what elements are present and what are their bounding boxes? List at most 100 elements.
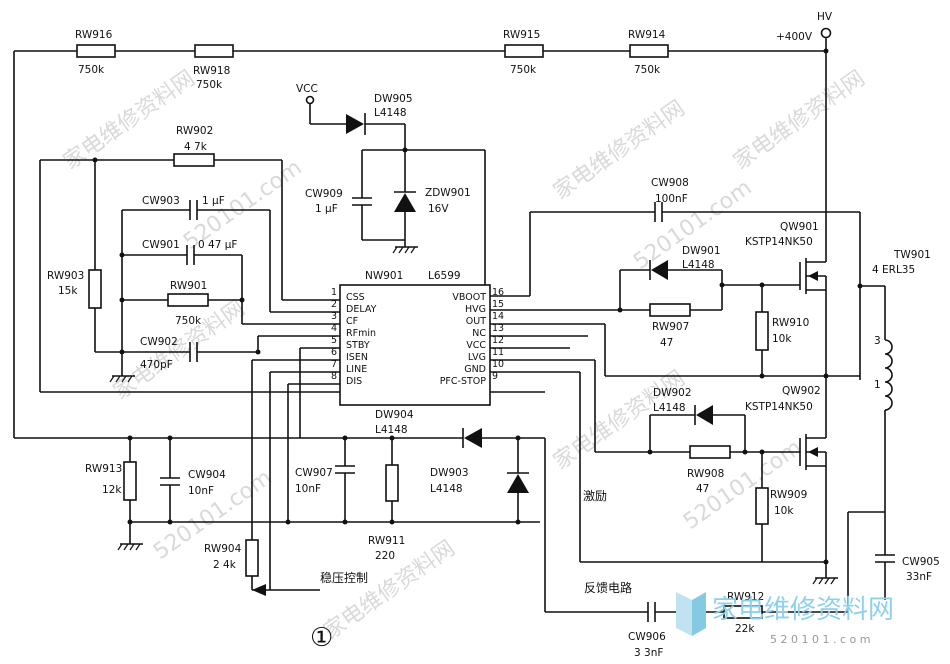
ic-pin-name: GND [464, 364, 486, 375]
ic-pin-name: DIS [346, 376, 362, 387]
qw902-ref: QW902 [782, 385, 821, 397]
cw903-value: 1 μF [202, 195, 225, 207]
rw902-value: 4 7k [184, 141, 208, 153]
ground-symbol [117, 543, 143, 551]
rw912-ref: RW912 [727, 591, 764, 603]
watermark-text: 家电维修资料网 [549, 366, 690, 475]
ic-left-wiring [14, 347, 340, 590]
lower-left-network [123, 435, 540, 544]
rw911-value: 220 [375, 550, 395, 562]
rw914-ref: RW914 [628, 29, 666, 41]
qw901-part: KSTP14NK50 [745, 236, 813, 248]
ic-pin-name: STBY [346, 340, 370, 351]
ic-pin-number: 15 [492, 299, 504, 310]
dw905-ref: DW905 [374, 93, 413, 105]
ic-pin-name: HVG [465, 304, 486, 315]
rw915-value: 750k [510, 64, 537, 76]
rw904-value: 2 4k [213, 559, 237, 571]
cw907-ref: CW907 [295, 467, 333, 479]
ground-symbol [812, 577, 838, 585]
ground-symbol [109, 375, 135, 383]
rw902-ref: RW902 [176, 125, 213, 137]
dw901-value: L4148 [682, 259, 715, 271]
ic-pin-number: 5 [331, 335, 337, 346]
ic-pin-number: 11 [492, 347, 504, 358]
ic-pin-name: CF [346, 316, 358, 327]
rw913-ref: RW913 [85, 463, 122, 475]
vcc-supply-block [305, 95, 486, 285]
cw907-value: 10nF [295, 483, 321, 495]
cw901-value: 0 47 μF [198, 239, 237, 251]
rw910-value: 10k [772, 333, 792, 345]
qw902-part: KSTP14NK50 [745, 401, 813, 413]
cw906-ref: CW906 [628, 631, 666, 643]
rw918-ref: RW918 [193, 65, 230, 77]
cw909-value: 1 μF [315, 203, 338, 215]
feedback-path [545, 602, 848, 622]
ic-pin-name: CSS [346, 292, 365, 303]
transformer-tw901 [847, 283, 895, 612]
ic-pin-number: 1 [331, 287, 337, 298]
cw902-ref: CW902 [140, 336, 178, 348]
dw903-value: L4148 [430, 483, 463, 495]
rw904-branch [245, 539, 320, 596]
ic-pin-number: 9 [492, 371, 498, 382]
high-side-driver [490, 202, 861, 380]
ic-pin-name: OUT [466, 316, 486, 327]
hv-label: HV [817, 11, 833, 23]
ic-nw901 [339, 284, 491, 406]
dw905-value: L4148 [374, 107, 407, 119]
rw918-value: 750k [196, 79, 223, 91]
ic-pin-name: ISEN [346, 352, 368, 363]
rw908-ref: RW908 [687, 468, 724, 480]
dw903-ref: DW903 [430, 467, 469, 479]
low-side-driver [490, 335, 829, 578]
site-logo: 家电维修资料网 5 2 0 1 0 1 . c o m [676, 592, 894, 646]
cw902-value: 470pF [140, 359, 173, 371]
hv-rail [13, 27, 832, 438]
regulate-control-label: 稳压控制 [320, 570, 368, 585]
logo-url: 5 2 0 1 0 1 . c o m [770, 633, 870, 646]
ground-symbol [392, 240, 418, 254]
cw906-value: 3 3nF [634, 647, 663, 659]
ic-pin-number: 13 [492, 323, 504, 334]
dw904-ref: DW904 [375, 409, 414, 421]
timing-network [39, 153, 340, 393]
ic-ref: NW901 [365, 270, 403, 282]
tw901-ref: TW901 [893, 249, 931, 261]
cw905-value: 33nF [906, 571, 932, 583]
tw901-pin1: 1 [874, 379, 881, 391]
ic-right-pins: 16VBOOT15HVG14OUT13NC12VCC11LVG10GND9PFC… [440, 287, 504, 387]
cw905-ref: CW905 [902, 556, 940, 568]
zdw901-value: 16V [428, 203, 449, 215]
rw903-value: 15k [58, 285, 78, 297]
ic-pin-number: 10 [492, 359, 504, 370]
ic-pin-number: 7 [331, 359, 337, 370]
feedback-circuit-label: 反馈电路 [584, 580, 632, 595]
cw904-value: 10nF [188, 485, 214, 497]
figure-number: ① [310, 623, 333, 653]
ic-pin-number: 3 [331, 311, 337, 322]
rw907-ref: RW907 [652, 321, 689, 333]
rw903-ref: RW903 [47, 270, 84, 282]
rw915-ref: RW915 [503, 29, 540, 41]
rw909-value: 10k [774, 505, 794, 517]
dw902-ref: DW902 [653, 387, 692, 399]
ic-pin-number: 2 [331, 299, 337, 310]
cw903-ref: CW903 [142, 195, 180, 207]
tw901-value: 4 ERL35 [872, 264, 915, 276]
cw908-ref: CW908 [651, 177, 689, 189]
feedback-rectifier [300, 428, 546, 612]
watermark-text: 家电维修资料网 [109, 296, 250, 405]
tw901-pin3: 3 [874, 335, 881, 347]
ic-pin-number: 14 [492, 311, 504, 322]
ic-part: L6599 [428, 270, 461, 282]
dw904-value: L4148 [375, 424, 408, 436]
ic-pin-name: VCC [466, 340, 486, 351]
ic-pin-name: DELAY [346, 304, 377, 315]
excite-label: 激励 [583, 489, 607, 503]
rw912-value: 22k [735, 623, 755, 635]
ic-pin-name: VBOOT [452, 292, 486, 303]
